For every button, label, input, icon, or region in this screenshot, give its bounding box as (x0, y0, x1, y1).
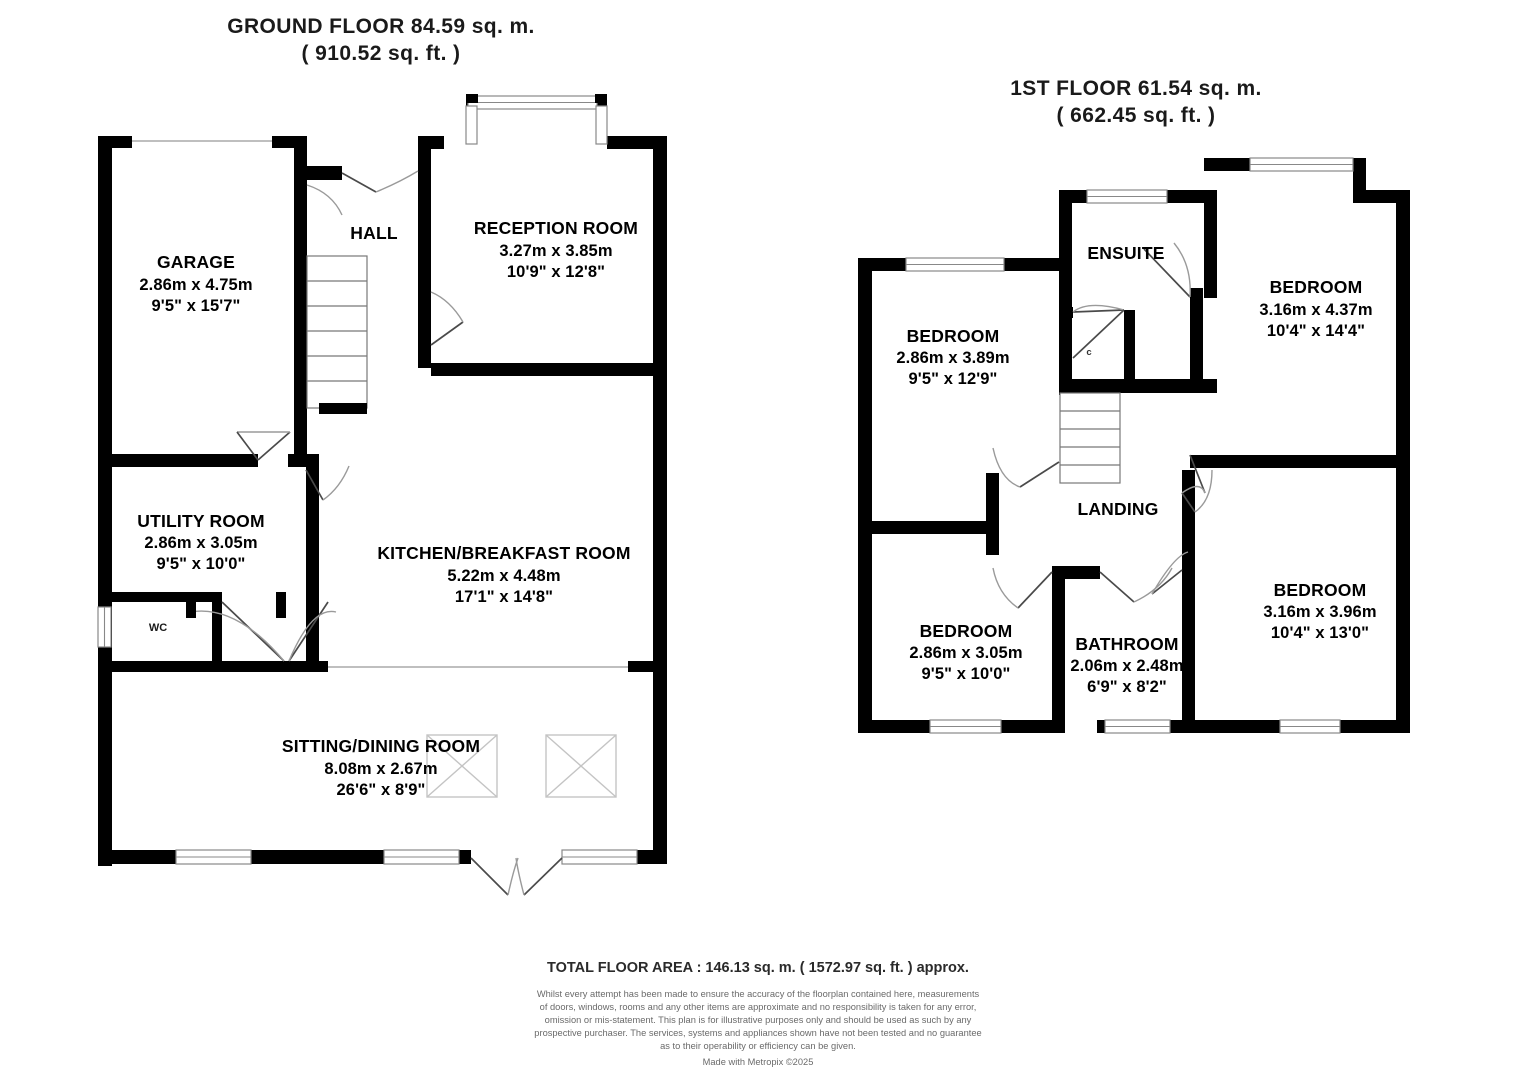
landing-name: LANDING (1077, 499, 1158, 519)
kitchen-breakfast-room-dim-m: 5.22m x 4.48m (447, 567, 560, 585)
ground-floor-plan: GARAGE 2.86m x 4.75m 9'5" x 15'7" HALL R… (97, 94, 667, 896)
landing-label: LANDING (1077, 499, 1158, 519)
first-floor-window-left-bedroom (905, 257, 1005, 272)
bedroom-left-upper-label: BEDROOM 2.86m x 3.89m 9'5" x 12'9" (896, 326, 1009, 388)
first-floor-window-top-right (1249, 157, 1354, 172)
first-floor-walls (858, 158, 1410, 733)
sitting-room-window-right (383, 849, 460, 865)
cupboard-name: c (1086, 347, 1091, 358)
bathroom-dim-m: 2.06m x 2.48m (1070, 657, 1183, 675)
sitting-dining-room-dim-ft: 26'6" x 8'9" (337, 781, 426, 799)
first-floor-window-bottom-left (929, 719, 1002, 734)
utility-room-name: UTILITY ROOM (137, 511, 265, 531)
bedroom-top-right-label: BEDROOM 3.16m x 4.37m 10'4" x 14'4" (1259, 277, 1372, 340)
first-floor-title: 1ST FLOOR 61.54 sq. m. ( 662.45 sq. ft. … (1010, 77, 1262, 127)
first-floor-window-bottom-right (1279, 719, 1341, 734)
wc-name: WC (149, 622, 167, 634)
bedroom-top-right-name: BEDROOM (1270, 277, 1363, 297)
disclaimer-line-3: omission or mis-statement. This plan is … (545, 1015, 972, 1025)
wc-window (97, 606, 112, 648)
garage-name: GARAGE (157, 252, 235, 272)
first-floor-doors (992, 242, 1213, 609)
landing-staircase (1059, 392, 1121, 484)
bedroom-bottom-left-name: BEDROOM (920, 621, 1013, 641)
cupboard-label: c (1086, 347, 1091, 358)
kitchen-breakfast-room-label: KITCHEN/BREAKFAST ROOM 5.22m x 4.48m 17'… (377, 543, 630, 606)
hall-name: HALL (350, 223, 398, 243)
sitting-room-skylights (426, 734, 617, 798)
reception-room-label: RECEPTION ROOM 3.27m x 3.85m 10'9" x 12'… (474, 218, 638, 281)
utility-room-dim-m: 2.86m x 3.05m (144, 534, 257, 552)
made-with-credit: Made with Metropix ©2025 (703, 1057, 814, 1067)
garage-label: GARAGE 2.86m x 4.75m 9'5" x 15'7" (139, 252, 252, 315)
first-floor-window-bathroom (1104, 719, 1171, 734)
first-floor-plan: ENSUITE BEDROOM 3.16m x 4.37m 10'4" x 14… (858, 157, 1410, 734)
disclaimer-line-4: prospective purchaser. The services, sys… (534, 1028, 981, 1038)
utility-room-label: UTILITY ROOM 2.86m x 3.05m 9'5" x 10'0" (137, 511, 265, 573)
sitting-dining-room-dim-m: 8.08m x 2.67m (324, 760, 437, 778)
bedroom-bottom-right-dim-ft: 10'4" x 13'0" (1271, 624, 1369, 642)
kitchen-breakfast-room-name: KITCHEN/BREAKFAST ROOM (377, 543, 630, 563)
reception-bay-window (465, 94, 608, 145)
bedroom-left-upper-dim-ft: 9'5" x 12'9" (909, 370, 998, 388)
first-floor-window-ensuite (1086, 189, 1168, 204)
ground-floor-title-line1: GROUND FLOOR 84.59 sq. m. (227, 15, 535, 38)
hall-staircase (306, 255, 368, 414)
bathroom-label: BATHROOM 2.06m x 2.48m 6'9" x 8'2" (1070, 634, 1183, 696)
ensuite-label: ENSUITE (1087, 243, 1164, 263)
hall-label: HALL (350, 223, 398, 243)
wc-label: WC (149, 622, 167, 634)
footer: TOTAL FLOOR AREA : 146.13 sq. m. ( 1572.… (534, 960, 981, 1067)
bedroom-bottom-left-dim-m: 2.86m x 3.05m (909, 644, 1022, 662)
disclaimer-line-1: Whilst every attempt has been made to en… (537, 989, 980, 999)
sitting-room-window-left (175, 849, 252, 865)
disclaimer-line-2: of doors, windows, rooms and any other i… (540, 1002, 977, 1012)
bathroom-dim-ft: 6'9" x 8'2" (1087, 678, 1167, 696)
bedroom-left-upper-name: BEDROOM (907, 326, 1000, 346)
kitchen-breakfast-room-dim-ft: 17'1" x 14'8" (455, 588, 553, 606)
bedroom-top-right-dim-ft: 10'4" x 14'4" (1267, 322, 1365, 340)
bedroom-bottom-left-dim-ft: 9'5" x 10'0" (922, 665, 1011, 683)
total-floor-area: TOTAL FLOOR AREA : 146.13 sq. m. ( 1572.… (547, 960, 969, 976)
first-floor-title-line2: ( 662.45 sq. ft. ) (1057, 104, 1216, 127)
reception-room-dim-m: 3.27m x 3.85m (499, 242, 612, 260)
reception-room-dim-ft: 10'9" x 12'8" (507, 263, 605, 281)
bedroom-bottom-right-dim-m: 3.16m x 3.96m (1263, 603, 1376, 621)
disclaimer-line-5: as to their operability or efficiency ca… (660, 1041, 856, 1051)
utility-room-dim-ft: 9'5" x 10'0" (157, 555, 246, 573)
bathroom-name: BATHROOM (1075, 634, 1178, 654)
bedroom-top-right-dim-m: 3.16m x 4.37m (1259, 301, 1372, 319)
bedroom-bottom-right-label: BEDROOM 3.16m x 3.96m 10'4" x 13'0" (1263, 580, 1376, 642)
ensuite-name: ENSUITE (1087, 243, 1164, 263)
sitting-room-french-doors (470, 849, 638, 896)
reception-room-name: RECEPTION ROOM (474, 218, 638, 238)
sitting-dining-room-label: SITTING/DINING ROOM 8.08m x 2.67m 26'6" … (282, 736, 480, 799)
ground-floor-doors (186, 170, 464, 662)
bedroom-bottom-right-name: BEDROOM (1274, 580, 1367, 600)
ground-floor-title-line2: ( 910.52 sq. ft. ) (302, 42, 461, 65)
sitting-dining-room-name: SITTING/DINING ROOM (282, 736, 480, 756)
first-floor-title-line1: 1ST FLOOR 61.54 sq. m. (1010, 77, 1262, 100)
garage-dim-ft: 9'5" x 15'7" (152, 297, 241, 315)
garage-dim-m: 2.86m x 4.75m (139, 276, 252, 294)
ground-floor-title: GROUND FLOOR 84.59 sq. m. ( 910.52 sq. f… (227, 15, 535, 65)
bedroom-left-upper-dim-m: 2.86m x 3.89m (896, 349, 1009, 367)
ground-floor-walls (98, 96, 667, 866)
bedroom-bottom-left-label: BEDROOM 2.86m x 3.05m 9'5" x 10'0" (909, 621, 1022, 683)
